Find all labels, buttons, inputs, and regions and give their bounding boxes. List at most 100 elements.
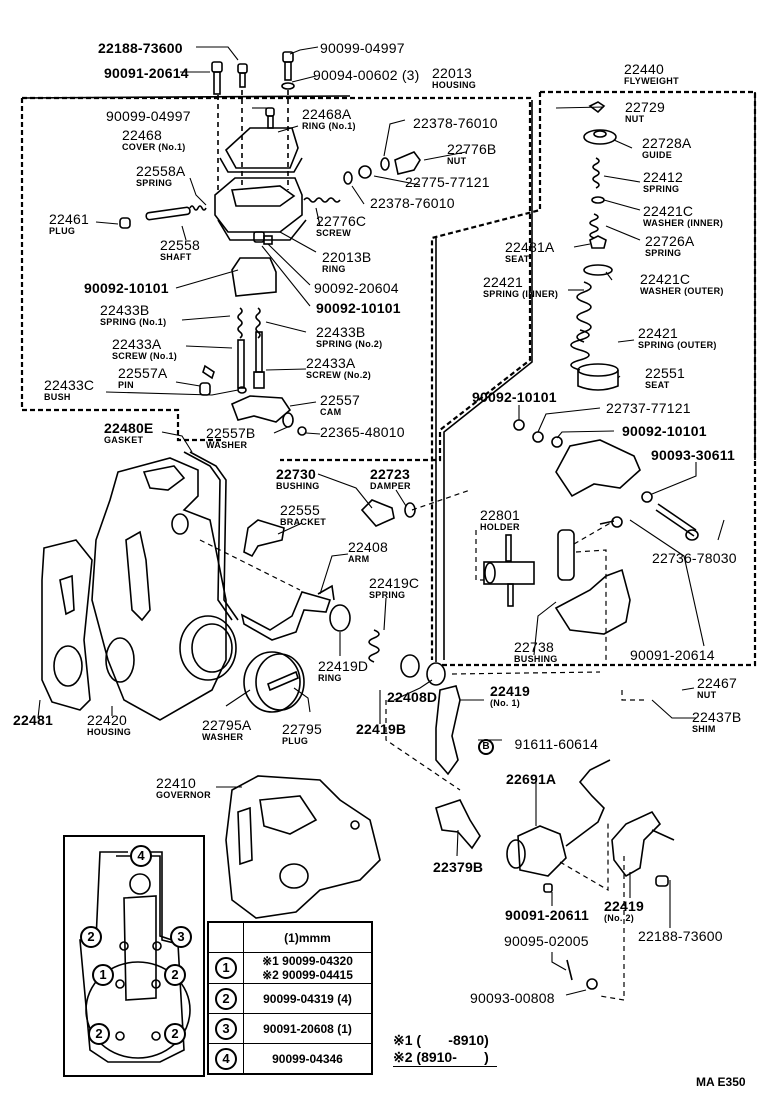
part-label[interactable]: 90092-20604 <box>314 280 399 296</box>
housing-subassembly-top-edge <box>21 95 351 99</box>
part-label[interactable]: 90093-00808 <box>470 990 555 1006</box>
table-cell[interactable]: ※1 90099-04320 <box>262 954 353 968</box>
part-label[interactable]: 90091-20611 <box>505 907 589 923</box>
part-label[interactable]: 22736-78030 <box>652 550 737 566</box>
part-label[interactable]: 22419B <box>356 721 407 737</box>
lever-block <box>199 231 307 436</box>
part-label[interactable]: 90091-20614 <box>630 647 715 663</box>
part-label[interactable]: 90092-10101 <box>316 300 401 316</box>
part-label[interactable]: 22775-77121 <box>405 174 490 190</box>
part-label[interactable]: 90092-10101 <box>622 423 707 439</box>
part-label[interactable]: 22419(No. 1) <box>490 683 530 708</box>
flyweight-subassembly-boundary <box>430 90 757 667</box>
part-label[interactable]: 90094-00602 (3) <box>313 67 420 83</box>
part-label[interactable]: 90092-10101 <box>472 389 557 405</box>
gasket-callout: 4 <box>130 845 152 867</box>
part-label[interactable]: 22378-76010 <box>370 195 455 211</box>
marker-b-icon: B <box>478 739 494 755</box>
part-label[interactable]: 90095-02005 <box>504 933 589 949</box>
table-cell[interactable]: 90091-20608 (1) <box>243 1013 373 1044</box>
part-label[interactable]: 22737-77121 <box>606 400 691 416</box>
part-label[interactable]: B 91611-60614 <box>478 737 598 755</box>
gasket-callout: 1 <box>92 964 114 986</box>
part-label[interactable]: 22481 <box>13 712 53 728</box>
gasket-callout: 2 <box>88 1023 110 1045</box>
note-line: ※2 (8910- ) <box>393 1049 489 1065</box>
table-cell[interactable]: 90099-04319 (4) <box>243 983 373 1014</box>
part-label[interactable]: 22419(No. 2) <box>604 898 644 923</box>
part-label[interactable]: 22365-48010 <box>320 424 405 440</box>
part-label[interactable]: 22408D <box>387 689 438 705</box>
table-cell[interactable]: ※2 90099-04415 <box>262 968 353 982</box>
governor-assembly <box>225 775 381 919</box>
table-cell[interactable]: 90099-04346 <box>243 1043 373 1075</box>
part-label[interactable]: 22691A <box>506 771 557 787</box>
part-label[interactable]: 22378-76010 <box>413 115 498 131</box>
part-label[interactable]: 22188-73600 <box>638 928 723 944</box>
table-header-value: (1)mmm <box>243 921 373 953</box>
table-row-key: 3 <box>215 1017 237 1040</box>
gasket-callout: 2 <box>80 926 102 948</box>
table-row: 2 90099-04319 (4) <box>207 983 373 1014</box>
part-label[interactable]: 22188-73600 <box>98 40 183 56</box>
adjusting-screw-assembly <box>303 151 421 203</box>
part-label[interactable]: 22379B <box>433 859 484 875</box>
table-row: 3 90091-20608 (1) <box>207 1013 373 1044</box>
cover-plug <box>243 651 305 713</box>
part-label[interactable]: 90099-04997 <box>106 108 191 124</box>
assembly-dashed-paths <box>199 489 648 1001</box>
part-label[interactable]: 90092-10101 <box>84 280 169 296</box>
bolt-reference-table: (1)mmm 1 ※1 90099-04320※2 90099-04415 2 … <box>207 921 373 1075</box>
part-label[interactable]: 90099-04997 <box>320 40 405 56</box>
gasket-callout: 2 <box>164 964 186 986</box>
part-label[interactable]: 90091-20614 <box>104 65 189 81</box>
table-header-row: (1)mmm <box>207 921 373 953</box>
part-label[interactable]: 90093-30611 <box>651 447 735 463</box>
cover-and-housing-block <box>214 107 307 241</box>
